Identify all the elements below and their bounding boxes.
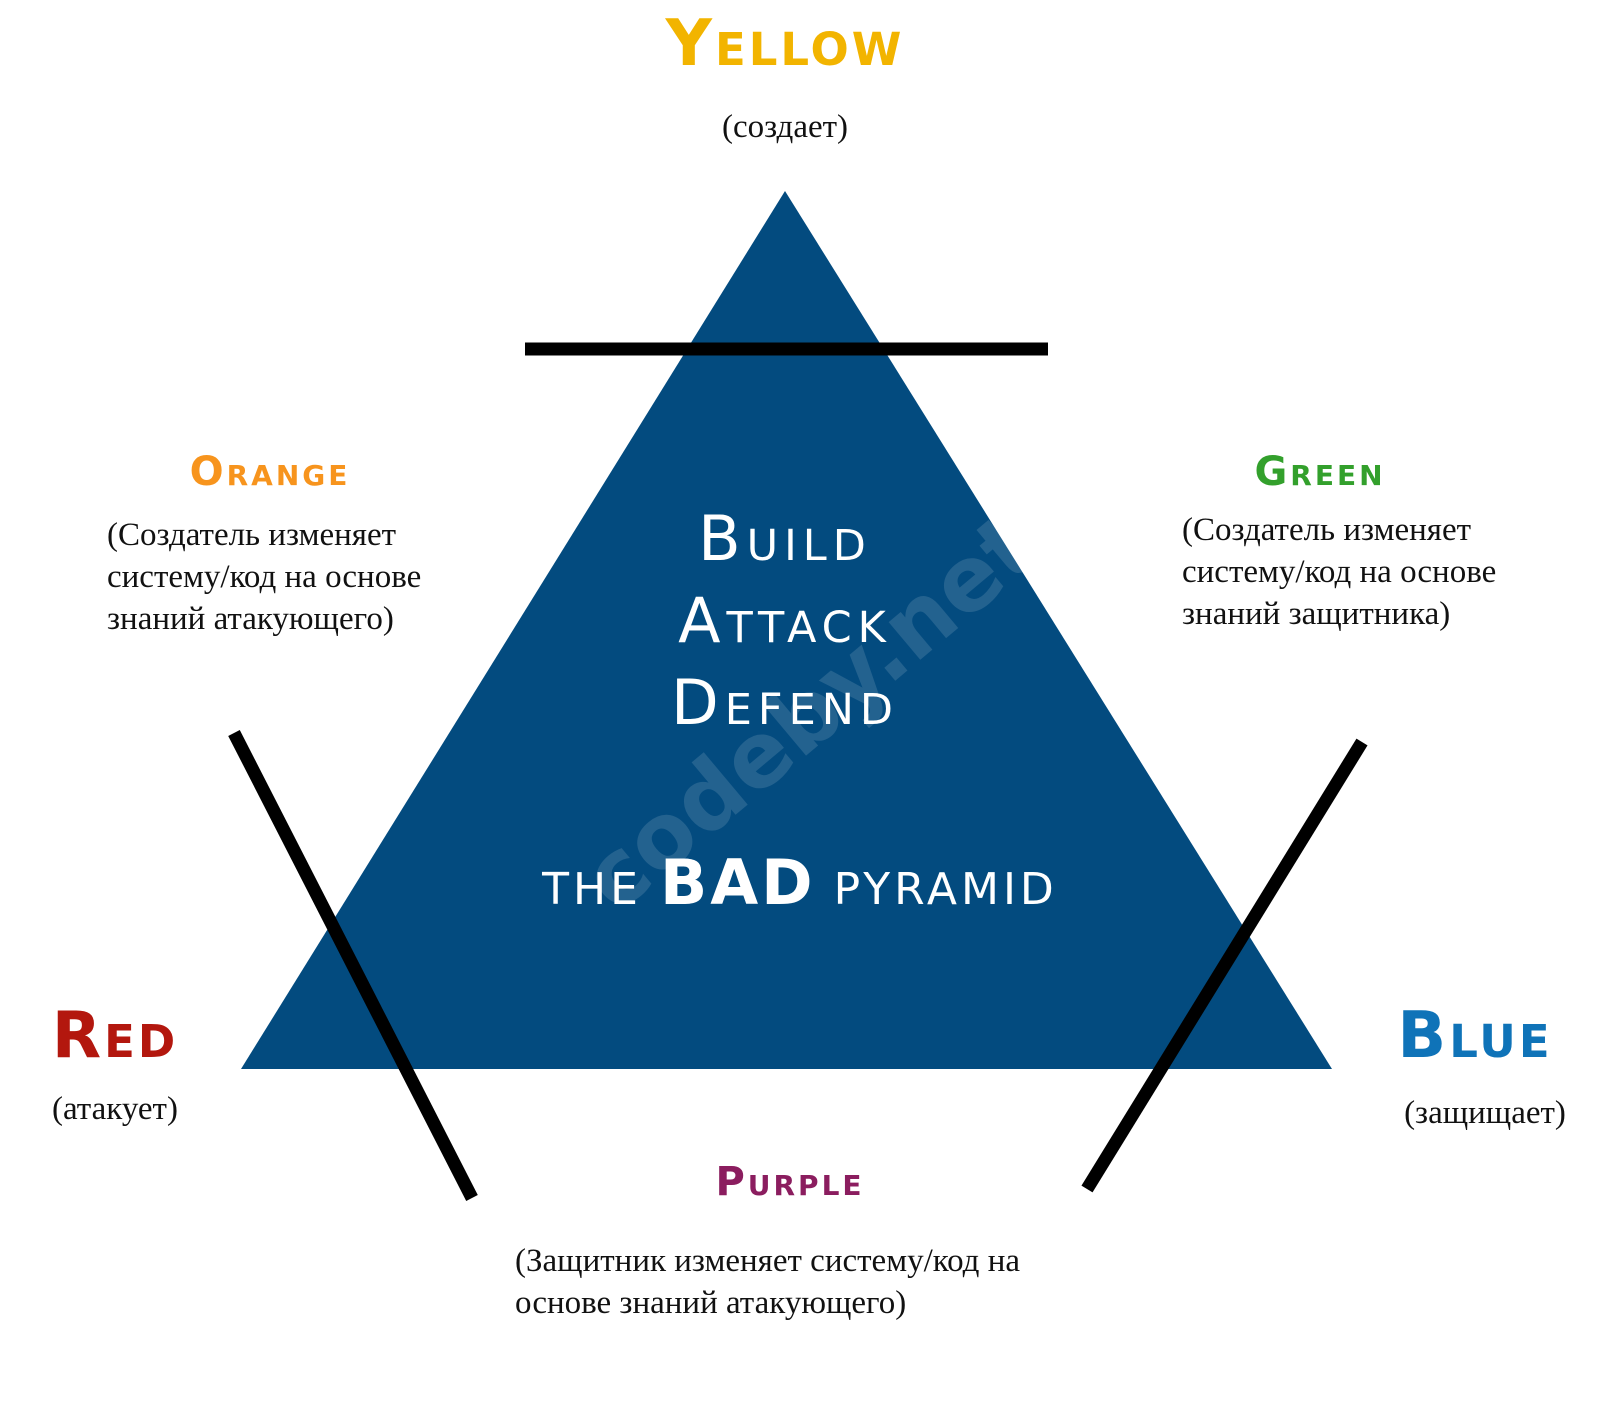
pyramid-triangle [241,191,1332,1069]
team-purple-desc-line: основе знаний атакующего) [515,1285,907,1321]
team-green-title: Green [1254,449,1386,495]
team-red-desc: (атакует) [10,1088,220,1130]
team-green-desc-line: (Создатель изменяет [1182,512,1472,548]
team-purple-desc-line: (Защитник изменяет систему/код на [515,1243,1021,1279]
pyramid-subtitle-emphasis: BAD [659,846,816,919]
pyramid-word-attack: Attack [678,584,892,657]
team-orange-desc-line: (Создатель изменяет [107,517,397,553]
team-yellow-title: Yellow [665,7,905,81]
team-green-desc-line: знаний защитника) [1182,596,1451,632]
team-green-desc: (Создатель изменяет систему/код на основ… [1182,509,1496,635]
team-purple-desc: (Защитник изменяет систему/код на основе… [515,1240,1020,1324]
team-red-title: Red [51,999,179,1073]
team-orange-desc-line: систему/код на основе [107,559,422,595]
team-yellow-desc: (создает) [585,106,985,148]
pyramid-subtitle-suffix: pyramid [833,864,1058,915]
team-blue-desc-line: (защищает) [1404,1095,1566,1131]
team-purple-title: Purple [715,1159,865,1205]
team-orange-desc: (Создатель изменяет систему/код на основ… [107,514,421,640]
pyramid-word-defend: Defend [670,666,900,739]
team-orange-title: Orange [189,449,351,495]
team-blue-title: Blue [1397,999,1553,1073]
pyramid-word-build: Build [698,502,872,575]
right-separator-line [1081,738,1368,1193]
team-red-desc-line: (атакует) [52,1091,178,1127]
pyramid-subtitle-prefix: the [542,864,642,915]
left-separator-line [228,730,478,1201]
pyramid-subtitle: the BAD pyramid [480,852,1120,914]
team-green-desc-line: систему/код на основе [1182,554,1497,590]
team-orange-desc-line: знаний атакующего) [107,601,394,637]
team-blue-desc: (защищает) [1375,1092,1595,1134]
team-yellow-desc-line: (создает) [721,109,849,145]
